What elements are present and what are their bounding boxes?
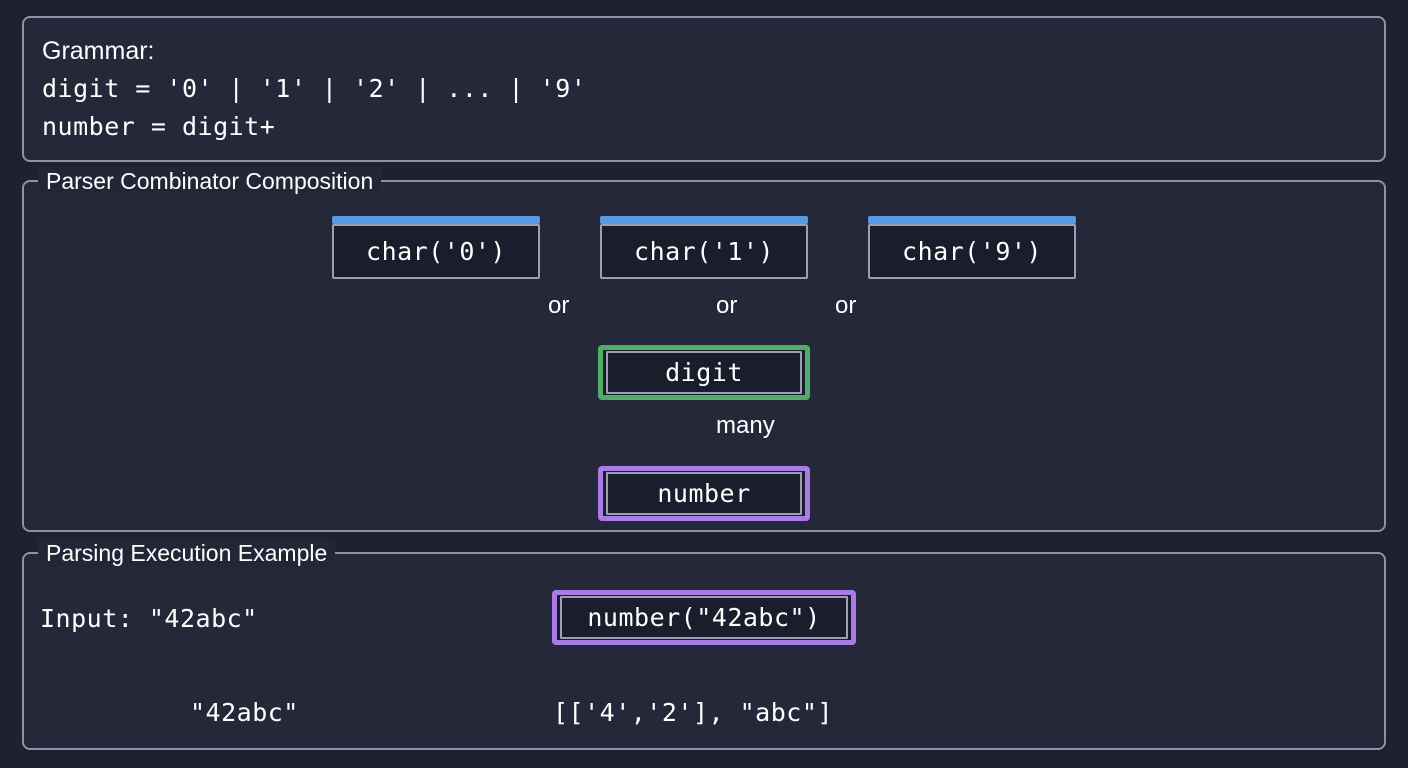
- node-number-call-inner: number("42abc"): [560, 596, 848, 639]
- node-number-call[interactable]: number("42abc"): [552, 590, 856, 645]
- char0-accent-bar: [332, 216, 540, 224]
- node-digit-label: digit: [665, 358, 743, 387]
- node-digit-inner: digit: [606, 351, 802, 394]
- node-number-inner: number: [606, 472, 802, 515]
- char1-accent-bar: [600, 216, 808, 224]
- composition-panel-title: Parser Combinator Composition: [38, 167, 382, 195]
- execution-call-result: [['4','2'], "abc"]: [553, 698, 833, 727]
- node-number[interactable]: number: [598, 466, 810, 521]
- node-char-1-label: char('1'): [634, 237, 774, 266]
- execution-panel-title: Parsing Execution Example: [38, 539, 336, 567]
- node-char-9[interactable]: char('9'): [868, 224, 1076, 279]
- node-char-9-label: char('9'): [902, 237, 1042, 266]
- execution-input-result: "42abc": [190, 698, 299, 727]
- execution-panel: Parsing Execution Example: [22, 539, 1386, 750]
- edge-label-many: many: [716, 412, 775, 439]
- node-number-label: number: [657, 479, 751, 508]
- node-number-call-label: number("42abc"): [587, 603, 821, 632]
- edge-label-or-center: or: [716, 292, 738, 319]
- node-char-0-label: char('0'): [366, 237, 506, 266]
- grammar-text-block: Grammar: digit = '0' | '1' | '2' | ... |…: [42, 32, 586, 146]
- grammar-panel: Grammar: digit = '0' | '1' | '2' | ... |…: [22, 16, 1386, 162]
- grammar-rule-digit: digit = '0' | '1' | '2' | ... | '9': [42, 74, 587, 103]
- node-char-0[interactable]: char('0'): [332, 224, 540, 279]
- edge-label-or-left: or: [548, 292, 570, 319]
- node-digit[interactable]: digit: [598, 345, 810, 400]
- grammar-rule-number: number = digit+: [42, 112, 276, 141]
- char9-accent-bar: [868, 216, 1076, 224]
- grammar-heading: Grammar:: [42, 37, 155, 65]
- node-char-1[interactable]: char('1'): [600, 224, 808, 279]
- execution-input-label: Input: "42abc": [40, 604, 258, 633]
- edge-label-or-right: or: [835, 292, 857, 319]
